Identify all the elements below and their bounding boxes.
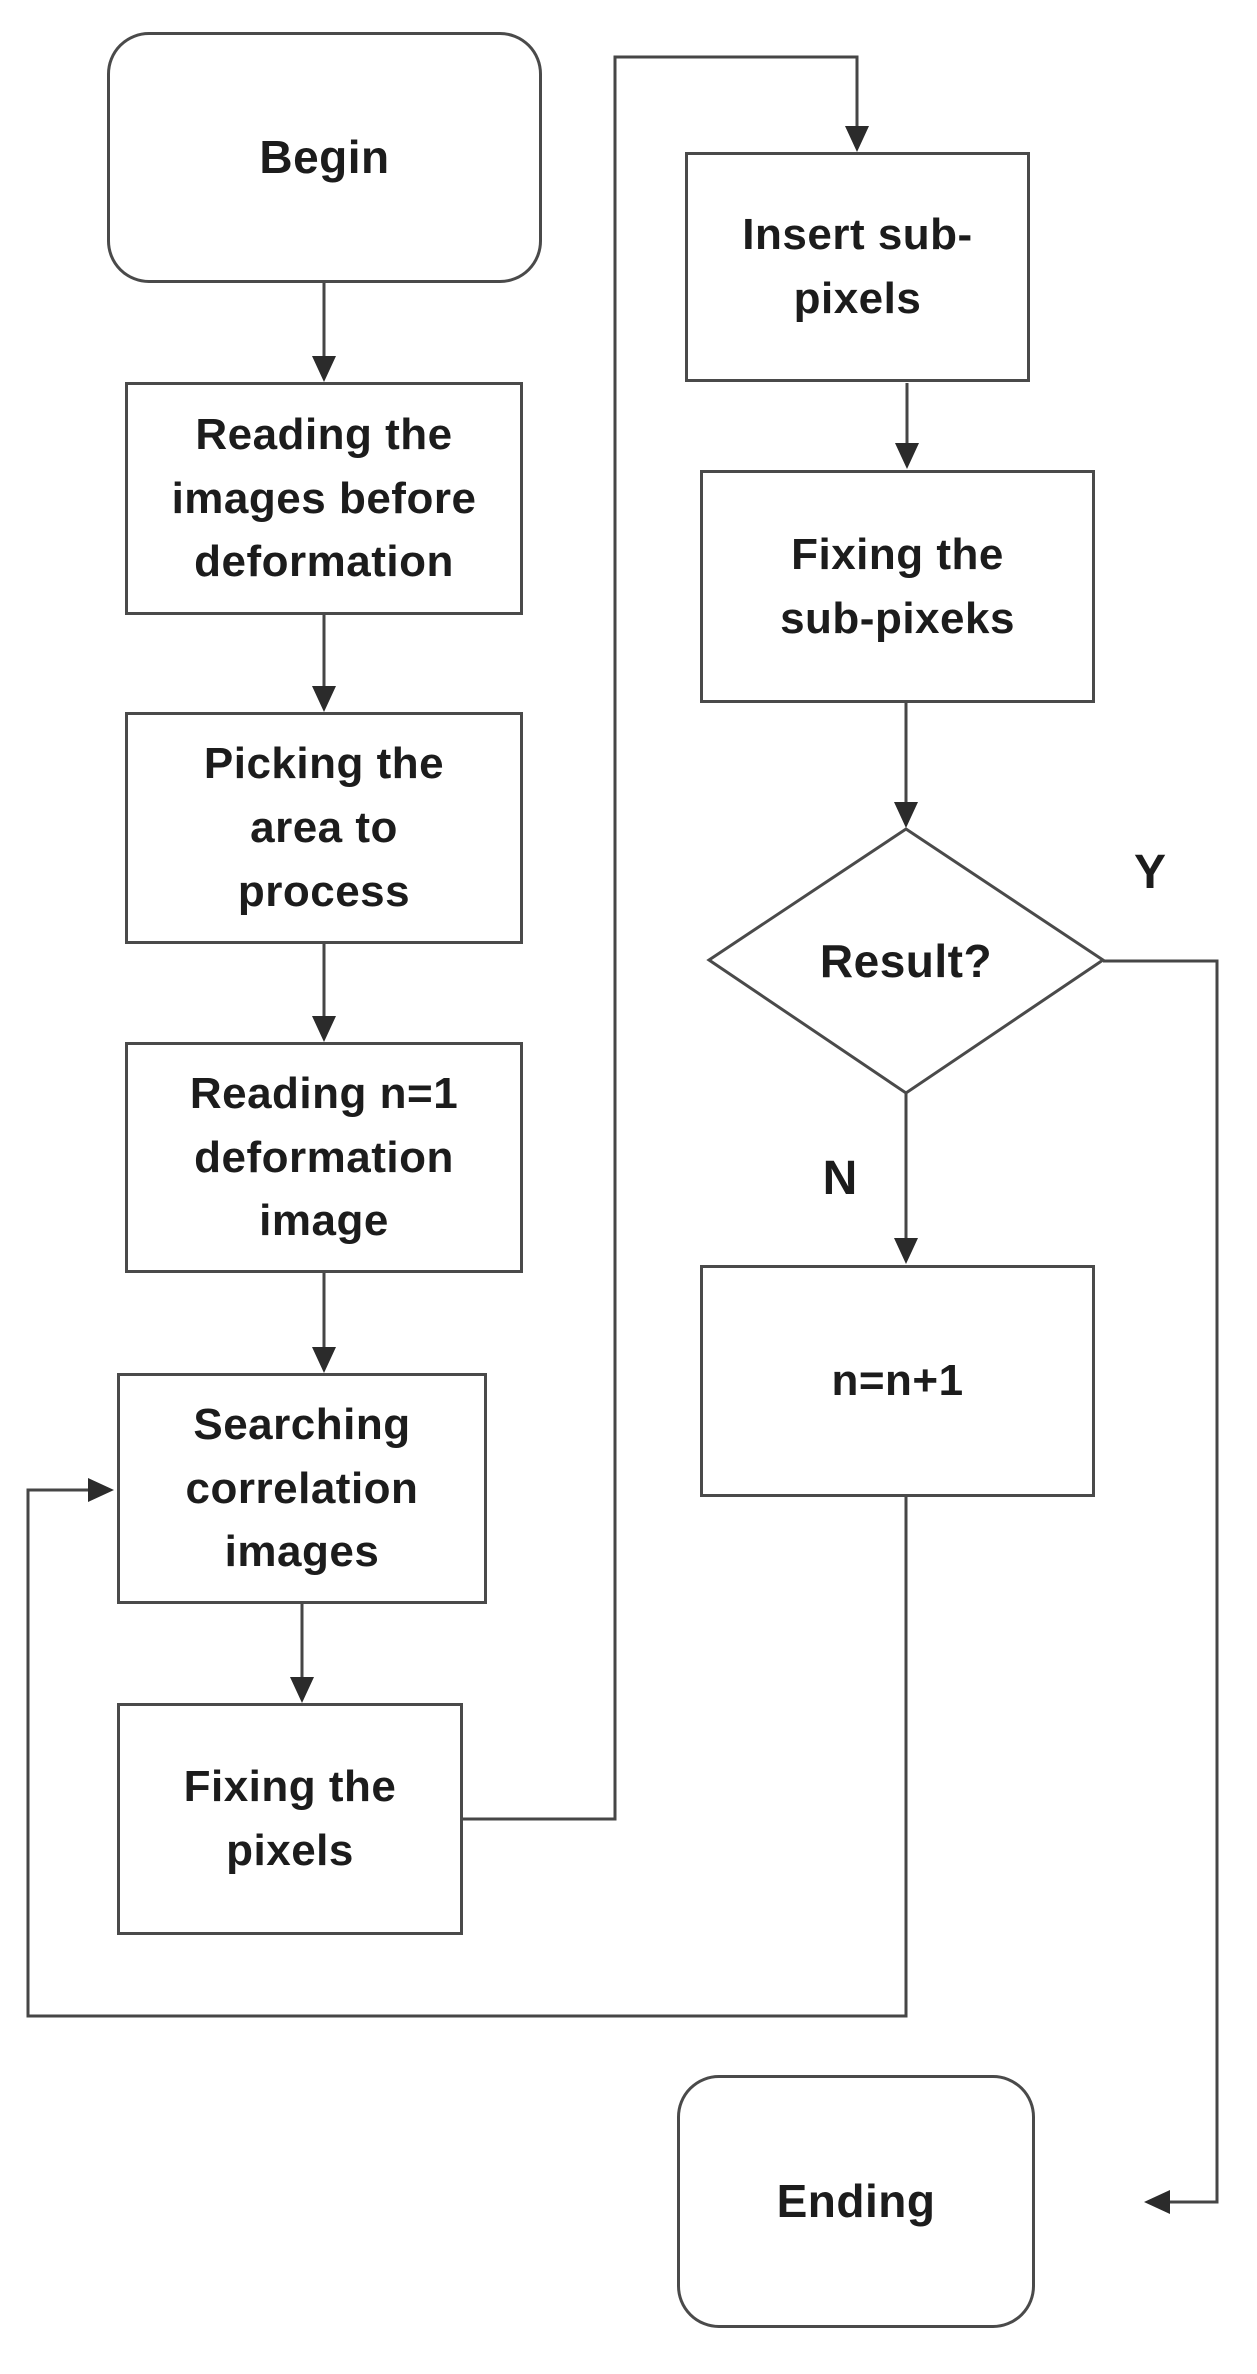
node-reading-n1-deformation-image-label: Reading n=1 deformation image — [189, 1068, 459, 1246]
edge-result-yes-to-ending — [1103, 959, 1219, 2214]
edge-label-no: N — [822, 1151, 858, 1205]
node-n-equals-n-plus-1: n=n+1 — [700, 1265, 1095, 1497]
node-searching-correlation-images: Searching correlation images — [117, 1373, 487, 1604]
node-fixing-the-pixels: Fixing the pixels — [117, 1703, 463, 1935]
node-begin-label: Begin — [259, 131, 390, 184]
node-ending-label: Ending — [776, 2175, 936, 2228]
node-fixing-the-sub-pixels: Fixing the sub-pixeks — [700, 470, 1095, 703]
edge-fix-pixels-to-insert-subpixels — [463, 55, 869, 1821]
node-reading-images-before-deformation: Reading the images before deformation — [125, 382, 523, 615]
node-result-label: Result? — [819, 935, 993, 987]
node-picking-area-to-process-label: Picking the area to process — [203, 739, 445, 916]
edge-label-yes: Y — [1133, 845, 1166, 899]
node-insert-sub-pixels: Insert sub- pixels — [685, 152, 1030, 382]
node-fixing-the-sub-pixels-label: Fixing the sub-pixeks — [780, 529, 1015, 643]
node-result-diamond — [706, 827, 1106, 1095]
node-reading-images-before-deformation-label: Reading the images before deformation — [171, 409, 477, 587]
node-picking-area-to-process: Picking the area to process — [125, 712, 523, 944]
node-begin: Begin — [107, 32, 542, 283]
node-n-equals-n-plus-1-label: n=n+1 — [831, 1356, 964, 1406]
node-ending: Ending — [677, 2075, 1035, 2328]
edge-increment-loop-to-search-corr — [26, 1478, 908, 2018]
node-searching-correlation-images-label: Searching correlation images — [185, 1399, 419, 1577]
node-insert-sub-pixels-label: Insert sub- pixels — [742, 210, 973, 323]
node-fixing-the-pixels-label: Fixing the pixels — [183, 1762, 397, 1875]
node-reading-n1-deformation-image: Reading n=1 deformation image — [125, 1042, 523, 1273]
